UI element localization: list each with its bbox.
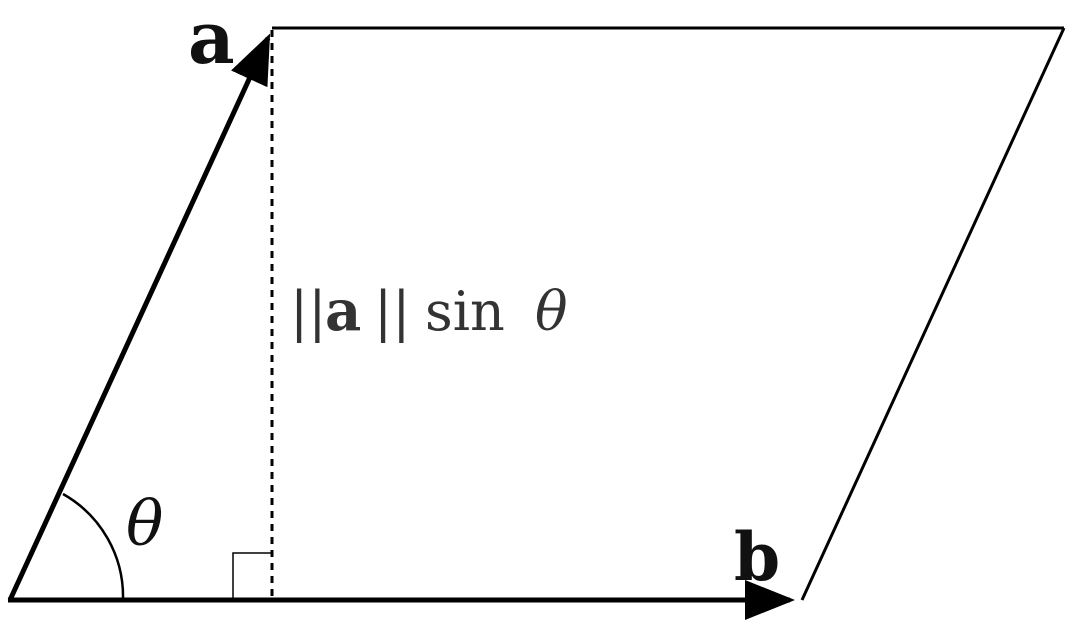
angle-theta-label: θ: [126, 487, 163, 560]
height-bars-left: ||: [290, 280, 326, 343]
angle-arc: [62, 492, 125, 601]
right-edge: [800, 27, 1066, 601]
height-bars-right: ||: [374, 280, 410, 343]
height-vector-a: a: [325, 278, 361, 344]
height-label: || a || sin θ: [290, 278, 568, 344]
vector-b-label: b: [734, 518, 780, 596]
height-theta-label: θ: [535, 280, 568, 343]
right-angle-marker: [232, 552, 272, 600]
vector-a-arrow: [7, 33, 271, 602]
height-sin-label: sin: [425, 280, 505, 343]
vector-a-label: a: [188, 0, 235, 80]
